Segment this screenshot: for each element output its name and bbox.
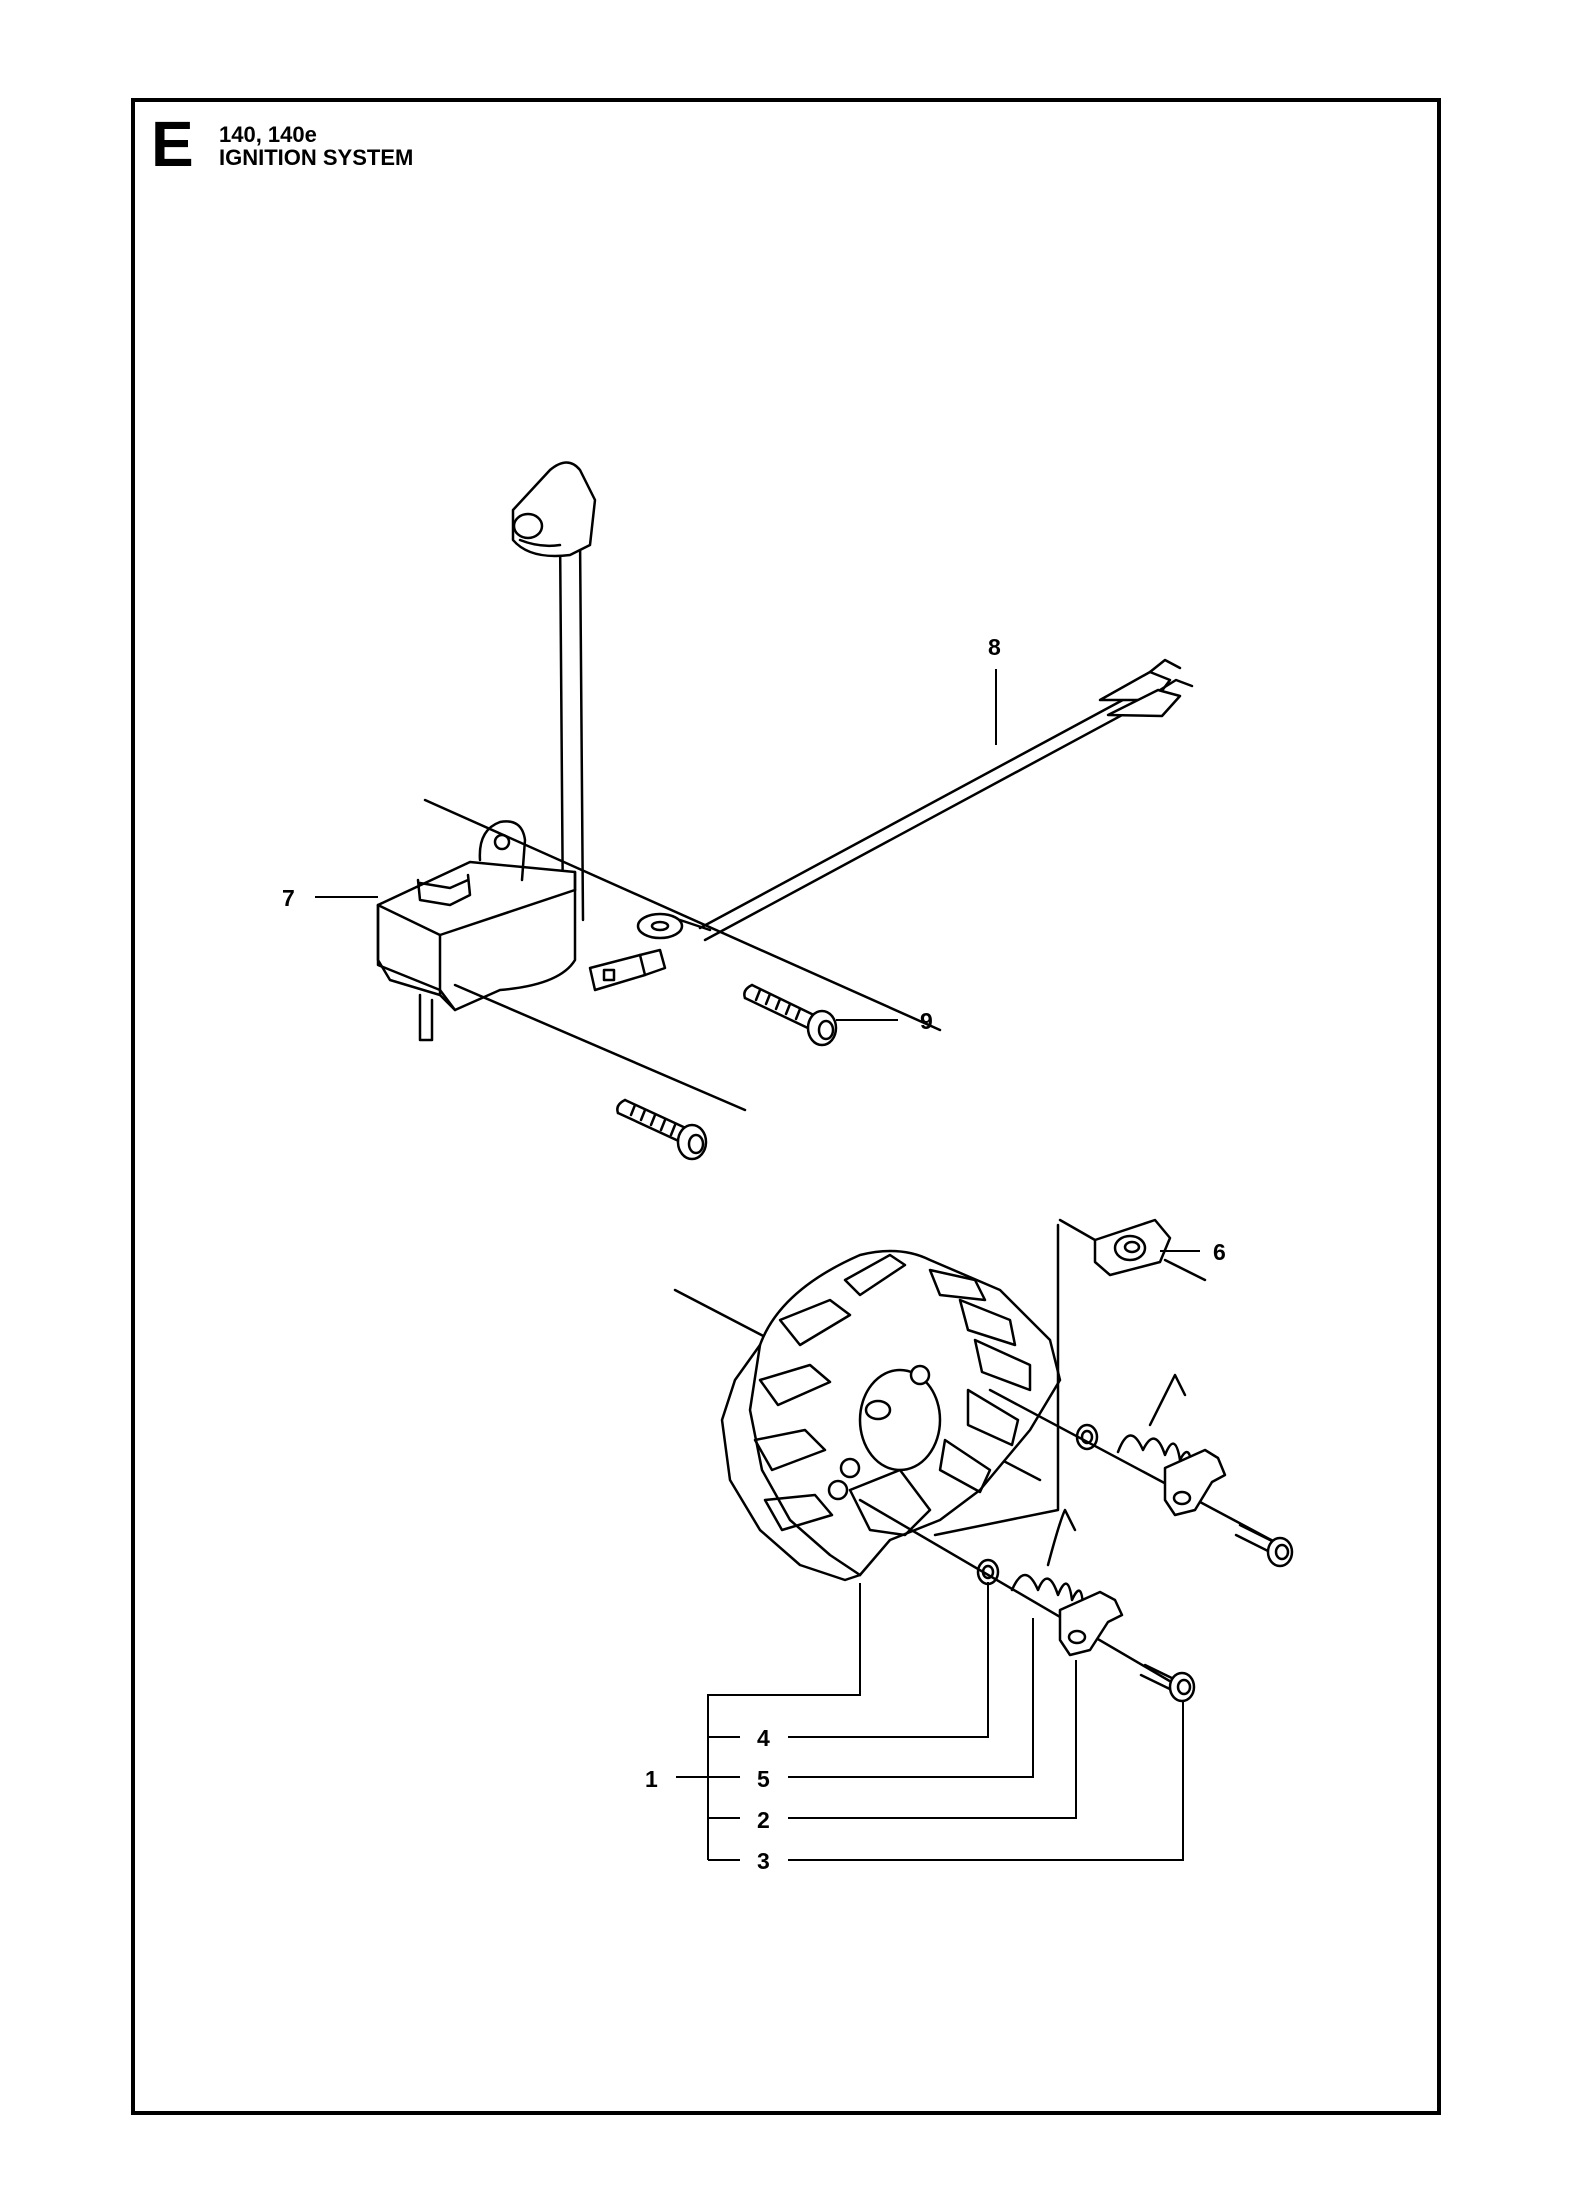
flywheel	[673, 1249, 1062, 1582]
screw-9	[743, 983, 838, 1047]
module-screw	[616, 1098, 708, 1161]
callout-numbers: 7 8 9 6 1 4 5 2 3	[282, 634, 1226, 1874]
callout-2: 2	[757, 1807, 770, 1833]
ignition-module	[376, 461, 597, 1042]
callout-9: 9	[920, 1008, 933, 1034]
callout-4: 4	[757, 1725, 770, 1751]
callout-8: 8	[988, 634, 1001, 660]
flywheel-nut	[1058, 1218, 1207, 1282]
leader-lines	[315, 669, 1200, 1861]
hub-axis-line	[933, 1223, 1060, 1537]
lower-pawl-assembly	[858, 1498, 1196, 1703]
callout-5: 5	[757, 1766, 770, 1792]
model-numbers: 140, 140e	[219, 122, 317, 147]
callout-1: 1	[645, 1766, 658, 1792]
callout-3: 3	[757, 1848, 770, 1874]
ground-wire	[588, 658, 1194, 992]
upper-pawl-assembly	[988, 1373, 1294, 1568]
page-frame	[131, 98, 1441, 2115]
callout-6: 6	[1213, 1239, 1226, 1265]
section-letter: E	[151, 108, 194, 180]
callout-7: 7	[282, 885, 295, 911]
section-title: IGNITION SYSTEM	[219, 145, 414, 170]
